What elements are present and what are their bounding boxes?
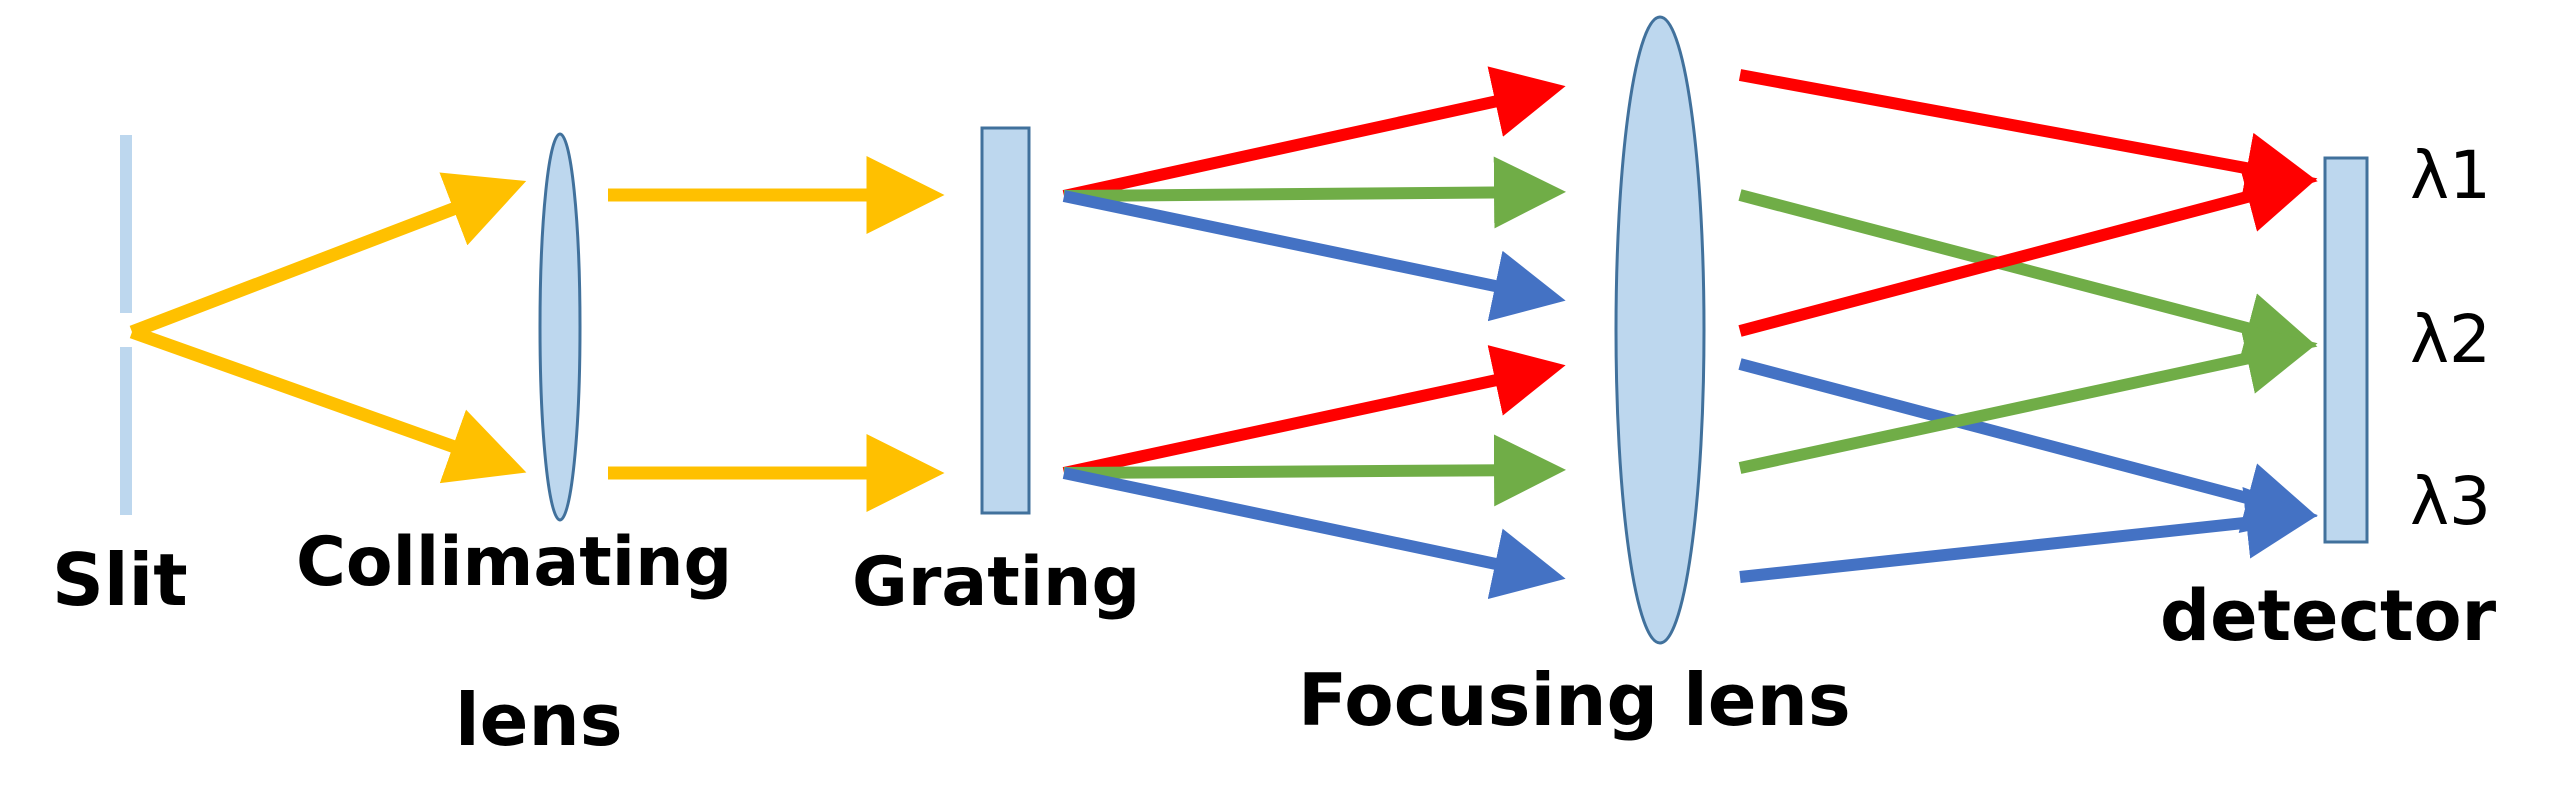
focused-red-upper [1738, 69, 2318, 204]
diffracted-red-upper [1062, 66, 1566, 202]
slit-upper-bar [120, 135, 132, 313]
lambda2-label: λ2 [2410, 301, 2491, 378]
focused-red-lower [1738, 161, 2318, 337]
grating-label: Grating [852, 543, 1140, 622]
focused-green-lower [1738, 323, 2318, 474]
diffracted-green-lower [1063, 434, 1566, 507]
diffracted-beams [1062, 66, 1566, 600]
lambda1-label: λ1 [2410, 137, 2491, 214]
collimating-label-line1: Collimating [296, 523, 732, 602]
grating [980, 126, 1031, 515]
detector-label: detector [2160, 575, 2497, 657]
focused-green-upper [1738, 189, 2318, 364]
diffracted-green-upper [1063, 156, 1566, 229]
input-beam-lower [129, 325, 527, 484]
slit-label: Slit [52, 538, 188, 622]
focused-blue-lower [1739, 486, 2318, 583]
detector [2323, 156, 2369, 544]
diffracted-red-lower [1062, 345, 1566, 479]
input-beams [129, 172, 527, 484]
slit [120, 135, 132, 515]
lambda3-label: λ3 [2410, 463, 2491, 540]
focused-blue-upper [1738, 358, 2318, 534]
input-beam-upper [129, 172, 527, 339]
slit-lower-bar [120, 347, 132, 515]
focused-beams [1738, 69, 2318, 583]
collimating-lens [538, 132, 582, 522]
collimating-label-line2: lens [455, 678, 623, 762]
diffracted-blue-lower [1062, 467, 1566, 600]
diffracted-blue-upper [1062, 190, 1566, 322]
focusing-lens-label: Focusing lens [1298, 658, 1851, 742]
collimated-beams [608, 156, 945, 512]
focusing-lens [1614, 15, 1706, 645]
